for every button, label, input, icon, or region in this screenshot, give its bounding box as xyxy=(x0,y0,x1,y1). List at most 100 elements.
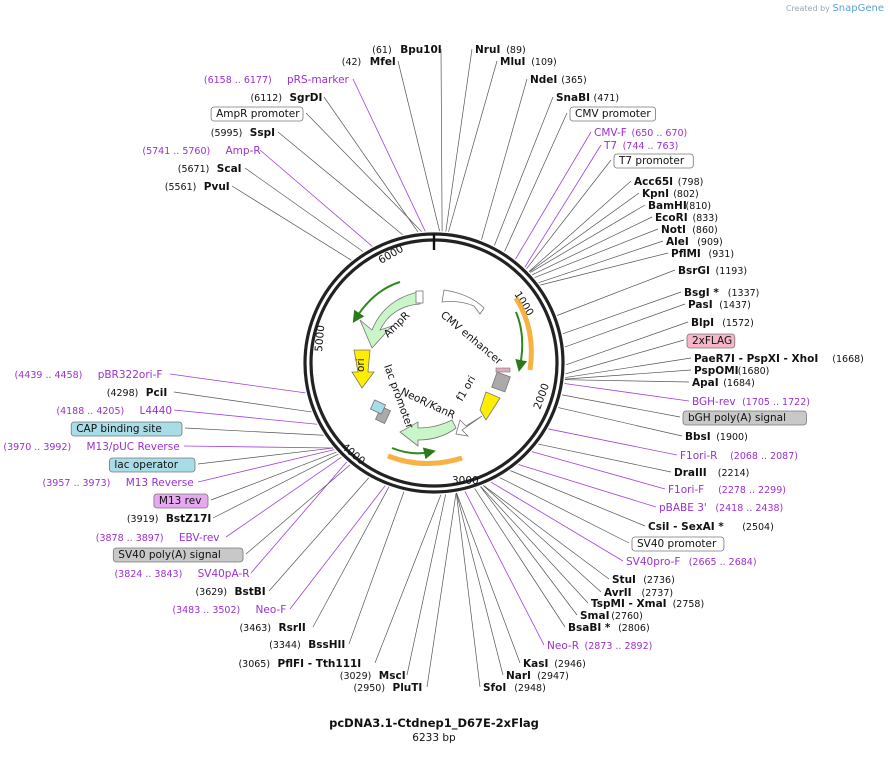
site-label[interactable]: pBABE 3'(2418 .. 2438) xyxy=(659,502,783,514)
site-label[interactable]: ScaI(5671) xyxy=(178,163,242,175)
site-label[interactable]: RsrII(3463) xyxy=(239,622,305,634)
site-label[interactable]: StuI(2736) xyxy=(612,574,675,586)
site-label[interactable]: T7 promoter xyxy=(613,153,694,169)
site-label[interactable]: L4440(4188 .. 4205) xyxy=(56,405,172,417)
site-position: (1337) xyxy=(728,288,760,299)
site-label[interactable]: SV40 promoter xyxy=(631,536,725,552)
leader-line xyxy=(483,485,610,580)
site-label[interactable]: F1ori-F(2278 .. 2299) xyxy=(668,484,786,496)
neor-arrow[interactable] xyxy=(399,419,457,447)
enzyme-name: PvuI xyxy=(204,181,230,193)
site-position: (3463) xyxy=(239,623,271,634)
site-label[interactable]: SV40 poly(A) signal xyxy=(112,547,244,563)
site-label[interactable]: BstZ17I(3919) xyxy=(127,513,211,525)
enzyme-name: BssHII xyxy=(308,639,345,651)
site-label[interactable]: BamHI(810) xyxy=(648,200,711,212)
site-label[interactable]: SfoI(2948) xyxy=(483,682,546,694)
site-label[interactable]: NotI(860) xyxy=(661,224,718,236)
leader-line xyxy=(565,339,685,375)
leader-line xyxy=(323,96,419,233)
site-label[interactable]: PaeR7I - PspXI - XhoI(1668) xyxy=(694,353,864,365)
site-label[interactable]: CsiI - SexAI *(2504) xyxy=(648,521,774,533)
site-label[interactable]: MluI(109) xyxy=(500,56,557,68)
site-label[interactable]: SgrDI(6112) xyxy=(250,92,322,104)
site-label[interactable]: BssHII(3344) xyxy=(269,639,345,651)
site-label[interactable]: MfeI(42) xyxy=(342,56,396,68)
site-label[interactable]: DraIII(2214) xyxy=(674,467,749,479)
site-label[interactable]: TspMI - XmaI(2758) xyxy=(591,598,704,610)
site-label[interactable]: BstBI(3629) xyxy=(195,586,265,598)
primer-name: pBABE 3' xyxy=(659,502,707,514)
site-label[interactable]: 2xFLAG xyxy=(686,333,736,349)
site-label[interactable]: pBR322ori-F(4439 .. 4458) xyxy=(15,369,163,381)
site-label[interactable]: M13 Reverse(3957 .. 3973) xyxy=(43,477,194,489)
site-label[interactable]: PasI(1437) xyxy=(688,299,751,311)
site-label[interactable]: BsgI *(1337) xyxy=(684,287,759,299)
site-label[interactable]: KasI(2946) xyxy=(523,658,586,670)
feature-name: M13 rev xyxy=(159,495,202,507)
site-label[interactable]: Amp-R(5741 .. 5760) xyxy=(142,145,260,157)
site-label[interactable]: ApaI(1684) xyxy=(692,377,755,389)
plasmid-size: 6233 bp xyxy=(412,732,456,744)
site-label[interactable]: Acc65I(798) xyxy=(634,176,703,188)
cmv-enhancer-arrow[interactable] xyxy=(441,289,485,315)
site-label[interactable]: lac operator xyxy=(109,457,196,473)
site-label[interactable]: KpnI(802) xyxy=(642,188,699,200)
ampr-arrow[interactable] xyxy=(359,291,421,349)
site-label[interactable]: Bpu10I(61) xyxy=(372,44,442,56)
site-label[interactable]: NarI(2947) xyxy=(506,670,569,682)
site-label[interactable]: T7(744 .. 763) xyxy=(603,140,678,152)
leader-line xyxy=(524,144,602,268)
site-label[interactable]: PciI(4298) xyxy=(107,387,167,399)
site-label[interactable]: BsrGI(1193) xyxy=(678,265,747,277)
site-labels: Bpu10I(61)MfeI(42) pRS-marker(6158 .. 617… xyxy=(3,44,864,694)
site-label[interactable]: pRS-marker(6158 .. 6177) xyxy=(204,74,350,86)
site-label[interactable]: SV40pro-F(2665 .. 2684) xyxy=(626,556,757,568)
site-label[interactable]: BlpI(1572) xyxy=(691,317,754,329)
site-label[interactable]: bGH poly(A) signal xyxy=(682,410,807,426)
site-position: (3824 .. 3843) xyxy=(114,569,182,580)
leader-line xyxy=(531,451,666,490)
enzyme-name: EcoRI xyxy=(655,212,688,224)
site-label[interactable]: Neo-R(2873 .. 2892) xyxy=(547,640,652,652)
site-label[interactable]: CMV-F(650 .. 670) xyxy=(594,127,687,139)
site-label[interactable]: F1ori-R(2068 .. 2087) xyxy=(680,450,798,462)
site-label[interactable]: SV40pA-R(3824 .. 3843) xyxy=(114,568,249,580)
leader-line xyxy=(528,180,632,272)
site-label[interactable]: EBV-rev(3878 .. 3897) xyxy=(96,532,220,544)
enzyme-name: PluTI xyxy=(393,682,423,694)
f1-ori-arrow[interactable] xyxy=(479,391,501,421)
leader-line xyxy=(231,185,352,261)
site-label[interactable]: AmpR promoter xyxy=(210,106,304,122)
site-label[interactable]: CAP binding site xyxy=(70,421,183,437)
site-label[interactable]: NdeI(365) xyxy=(530,74,587,86)
site-label[interactable]: BGH-rev(1705 .. 1722) xyxy=(692,396,810,408)
site-label[interactable]: M13/pUC Reverse(3970 .. 3992) xyxy=(3,441,179,453)
site-label[interactable]: SnaBI(471) xyxy=(556,92,619,104)
site-label[interactable]: CMV promoter xyxy=(569,106,656,122)
leader-line xyxy=(197,447,334,465)
leader-line xyxy=(538,443,672,473)
site-label[interactable]: AvrII(2737) xyxy=(604,587,673,599)
site-label[interactable]: PluTI (2950) xyxy=(353,682,422,694)
site-label[interactable]: PspOMI(1680) xyxy=(694,365,769,377)
site-label[interactable]: PvuI(5561) xyxy=(165,181,230,193)
site-label[interactable]: AleI(909) xyxy=(666,236,723,248)
site-label[interactable]: MscI(3029) xyxy=(340,670,406,682)
ori-arrow[interactable] xyxy=(351,349,375,389)
site-label[interactable]: BbsI(1900) xyxy=(685,431,748,443)
site-label[interactable]: PflFI - Tth111I(3065) xyxy=(238,658,361,670)
feature-box xyxy=(686,333,736,349)
site-label[interactable]: SmaI(2760) xyxy=(580,610,643,622)
leader-line xyxy=(510,470,646,527)
site-label[interactable]: SspI(5995) xyxy=(211,127,275,139)
site-label[interactable]: M13 rev xyxy=(153,493,209,509)
site-position: (798) xyxy=(678,177,704,188)
site-label[interactable]: NruI(89) xyxy=(475,44,526,56)
leader-line xyxy=(562,394,681,418)
site-label[interactable]: EcoRI(833) xyxy=(655,212,718,224)
site-label[interactable]: PflMI(931) xyxy=(671,248,734,260)
site-label[interactable]: BsaBI *(2806) xyxy=(568,622,650,634)
site-position: (2950) xyxy=(353,683,385,694)
site-label[interactable]: Neo-F(3483 .. 3502) xyxy=(172,604,286,616)
